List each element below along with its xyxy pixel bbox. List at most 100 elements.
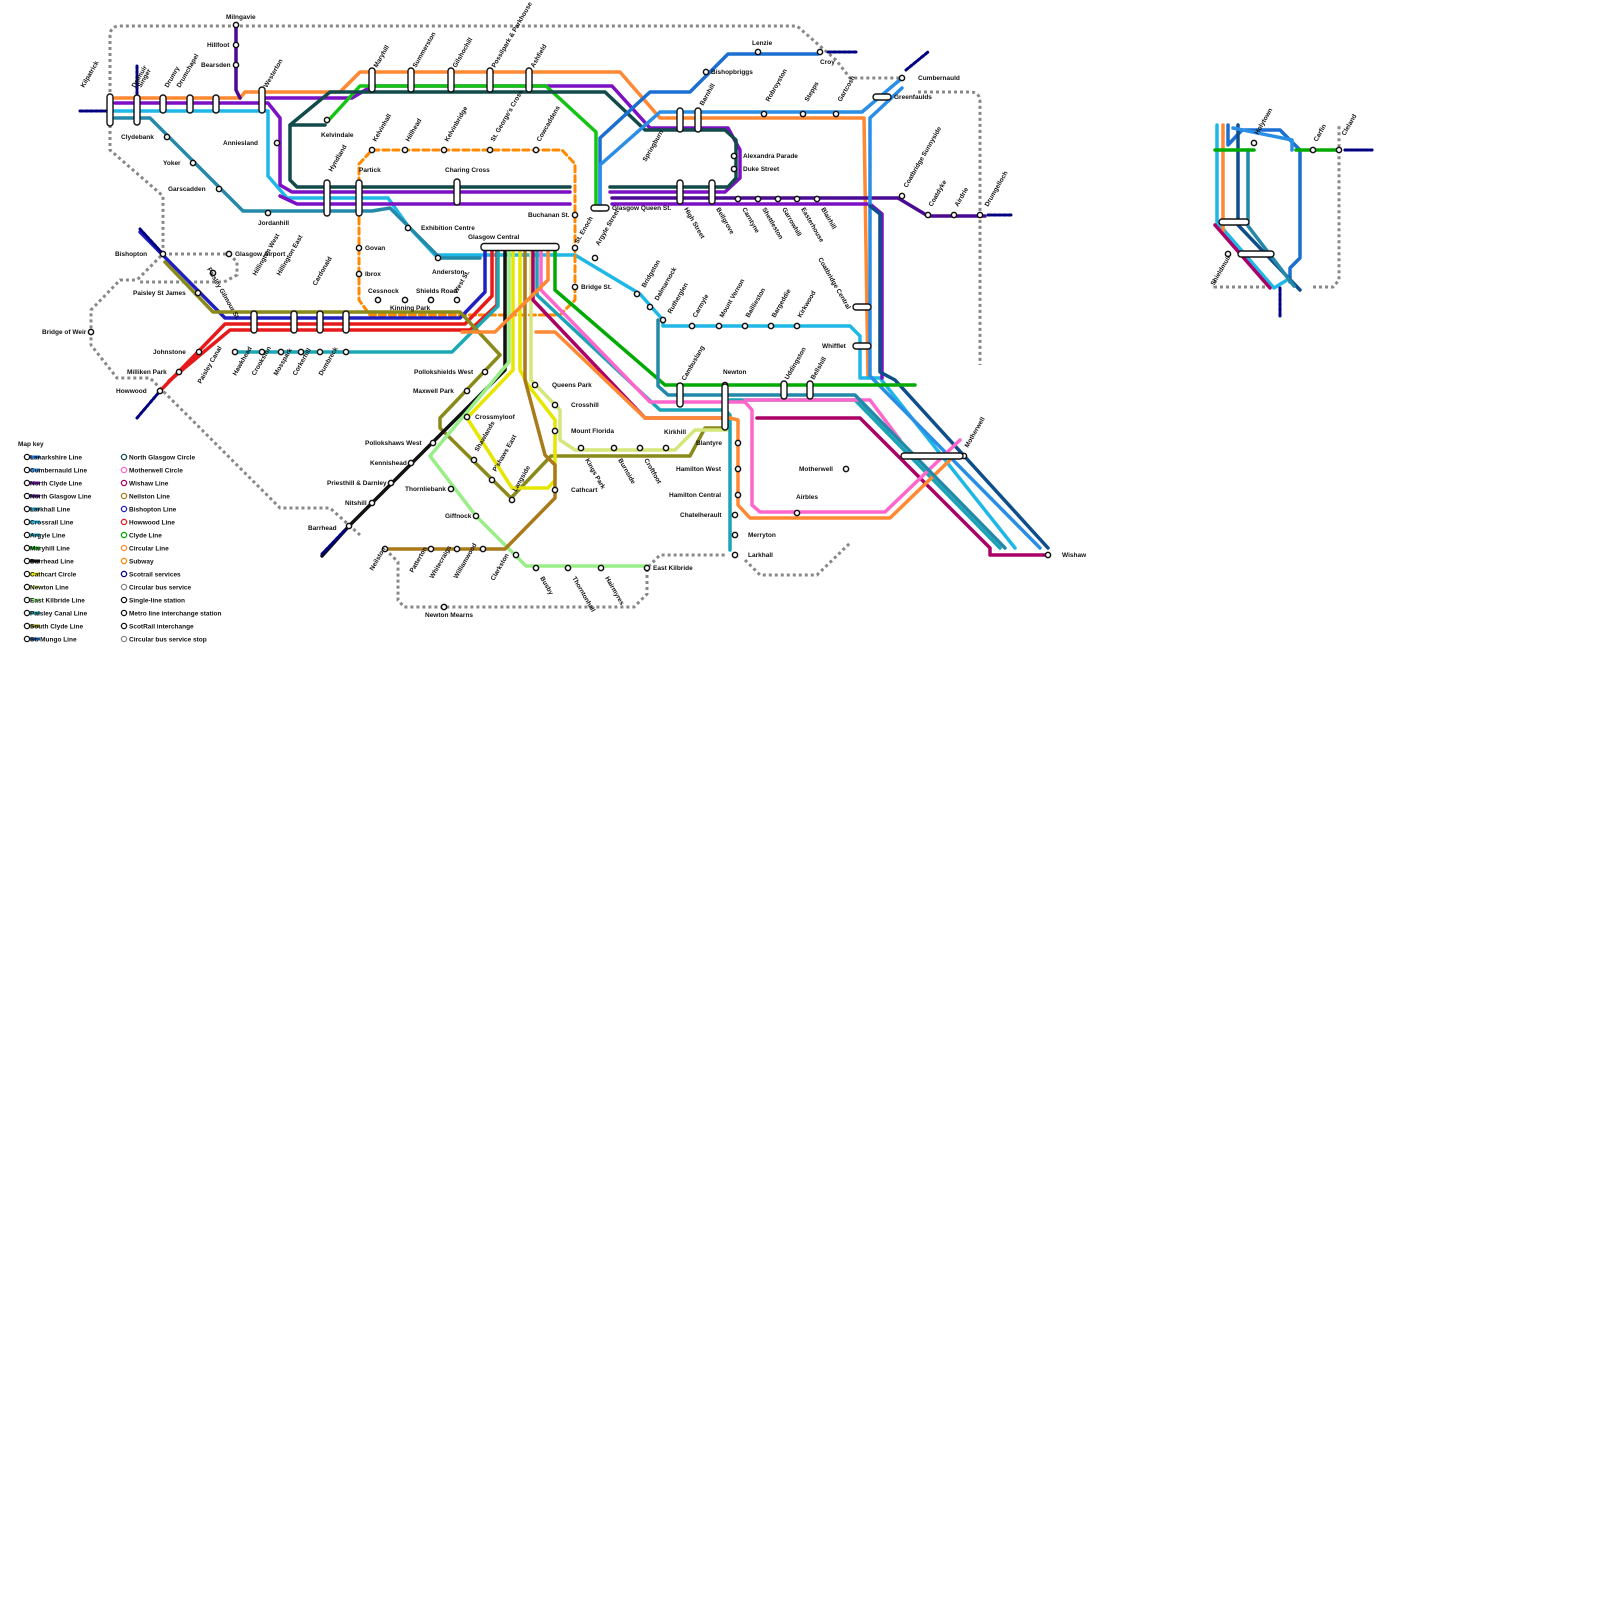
- interchange-station[interactable]: [486, 67, 494, 93]
- station-marker[interactable]: [532, 146, 540, 154]
- station-marker[interactable]: [189, 159, 197, 167]
- station-marker[interactable]: [231, 348, 239, 356]
- station-marker[interactable]: [1224, 250, 1232, 258]
- station-marker[interactable]: [273, 139, 281, 147]
- station-marker[interactable]: [427, 296, 435, 304]
- station-marker[interactable]: [264, 209, 272, 217]
- station-marker[interactable]: [734, 195, 742, 203]
- station-marker[interactable]: [175, 368, 183, 376]
- interchange-station[interactable]: [525, 67, 533, 93]
- station-marker[interactable]: [734, 465, 742, 473]
- station-marker[interactable]: [643, 564, 651, 572]
- interchange-station[interactable]: [212, 94, 220, 114]
- interchange-station[interactable]: [290, 310, 298, 334]
- interchange-station[interactable]: [721, 383, 729, 431]
- station-marker[interactable]: [215, 185, 223, 193]
- station-marker[interactable]: [374, 296, 382, 304]
- station-marker[interactable]: [463, 387, 471, 395]
- station-marker[interactable]: [440, 603, 448, 611]
- station-marker[interactable]: [702, 68, 710, 76]
- station-marker[interactable]: [434, 254, 442, 262]
- station-marker[interactable]: [564, 564, 572, 572]
- station-marker[interactable]: [381, 545, 389, 553]
- station-marker[interactable]: [898, 74, 906, 82]
- station-marker[interactable]: [793, 509, 801, 517]
- station-marker[interactable]: [163, 133, 171, 141]
- station-marker[interactable]: [898, 192, 906, 200]
- station-marker[interactable]: [401, 296, 409, 304]
- station-marker[interactable]: [277, 348, 285, 356]
- station-marker[interactable]: [730, 152, 738, 160]
- station-marker[interactable]: [591, 254, 599, 262]
- station-marker[interactable]: [355, 244, 363, 252]
- station-marker[interactable]: [636, 444, 644, 452]
- station-marker[interactable]: [577, 444, 585, 452]
- station-marker[interactable]: [225, 250, 233, 258]
- station-marker[interactable]: [662, 444, 670, 452]
- interchange-station[interactable]: [133, 94, 141, 126]
- station-marker[interactable]: [159, 250, 167, 258]
- interchange-station[interactable]: [676, 107, 684, 133]
- station-marker[interactable]: [453, 545, 461, 553]
- interchange-station[interactable]: [694, 107, 702, 133]
- interchange-station[interactable]: [453, 178, 461, 206]
- interchange-station[interactable]: [1218, 218, 1250, 226]
- station-marker[interactable]: [368, 146, 376, 154]
- station-marker[interactable]: [597, 564, 605, 572]
- station-marker[interactable]: [571, 283, 579, 291]
- station-marker[interactable]: [1044, 551, 1052, 559]
- interchange-station[interactable]: [258, 86, 266, 114]
- station-marker[interactable]: [842, 465, 850, 473]
- station-marker[interactable]: [571, 244, 579, 252]
- station-marker[interactable]: [551, 427, 559, 435]
- station-marker[interactable]: [453, 296, 461, 304]
- interchange-station[interactable]: [590, 204, 610, 212]
- station-marker[interactable]: [1335, 146, 1343, 154]
- interchange-station[interactable]: [676, 179, 684, 205]
- station-marker[interactable]: [551, 486, 559, 494]
- station-marker[interactable]: [633, 290, 641, 298]
- station-marker[interactable]: [463, 413, 471, 421]
- station-marker[interactable]: [950, 211, 958, 219]
- station-marker[interactable]: [531, 381, 539, 389]
- station-marker[interactable]: [479, 545, 487, 553]
- station-marker[interactable]: [754, 48, 762, 56]
- station-marker[interactable]: [512, 551, 520, 559]
- station-marker[interactable]: [508, 496, 516, 504]
- station-marker[interactable]: [799, 110, 807, 118]
- station-marker[interactable]: [1250, 139, 1258, 147]
- station-marker[interactable]: [813, 195, 821, 203]
- station-marker[interactable]: [486, 146, 494, 154]
- station-marker[interactable]: [232, 41, 240, 49]
- interchange-station[interactable]: [852, 303, 872, 311]
- station-marker[interactable]: [976, 211, 984, 219]
- station-marker[interactable]: [1309, 146, 1317, 154]
- station-marker[interactable]: [232, 61, 240, 69]
- station-marker[interactable]: [646, 303, 654, 311]
- interchange-station[interactable]: [407, 67, 415, 93]
- station-marker[interactable]: [734, 439, 742, 447]
- station-marker[interactable]: [404, 224, 412, 232]
- station-marker[interactable]: [610, 444, 618, 452]
- station-marker[interactable]: [156, 387, 164, 395]
- station-marker[interactable]: [209, 269, 217, 277]
- station-marker[interactable]: [488, 476, 496, 484]
- interchange-station[interactable]: [368, 67, 376, 93]
- station-marker[interactable]: [688, 322, 696, 330]
- interchange-station[interactable]: [872, 93, 892, 101]
- station-marker[interactable]: [731, 531, 739, 539]
- station-marker[interactable]: [731, 551, 739, 559]
- station-marker[interactable]: [571, 211, 579, 219]
- interchange-station[interactable]: [676, 382, 684, 408]
- interchange-station[interactable]: [342, 310, 350, 334]
- station-marker[interactable]: [731, 511, 739, 519]
- interchange-station[interactable]: [447, 67, 455, 93]
- interchange-station[interactable]: [159, 94, 167, 114]
- station-marker[interactable]: [734, 491, 742, 499]
- station-marker[interactable]: [470, 456, 478, 464]
- station-marker[interactable]: [447, 485, 455, 493]
- station-marker[interactable]: [195, 348, 203, 356]
- station-marker[interactable]: [551, 401, 559, 409]
- interchange-station[interactable]: [852, 342, 872, 350]
- station-marker[interactable]: [345, 522, 353, 530]
